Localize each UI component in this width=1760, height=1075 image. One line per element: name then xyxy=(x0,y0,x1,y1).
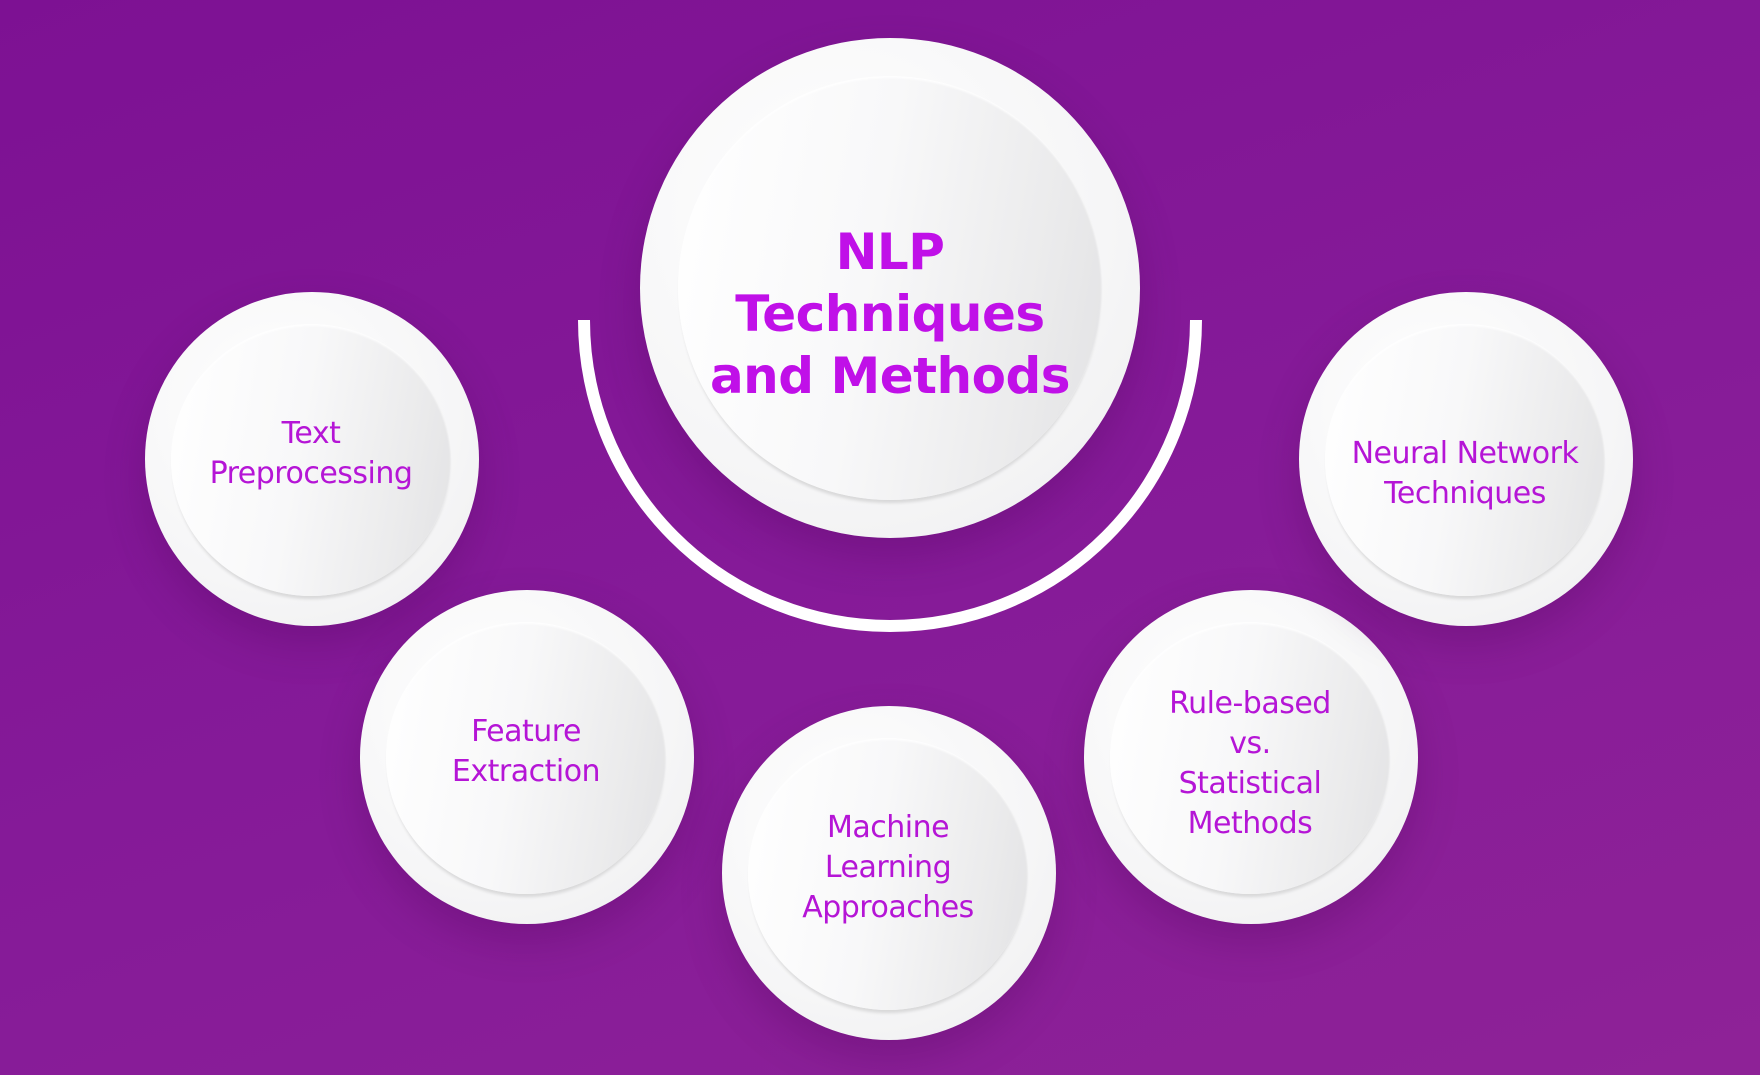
node-feature-extraction: Feature Extraction xyxy=(360,590,694,924)
node-label: Text Preprocessing xyxy=(209,416,413,491)
diagram-title: NLP Techniques and Methods xyxy=(709,223,1071,405)
node-rule-based-vs-statistical: Rule-based vs. Statistical Methods xyxy=(1084,590,1418,924)
node-neural-network-techniques: Neural Network Techniques xyxy=(1299,292,1633,626)
central-node: NLP Techniques and Methods xyxy=(640,38,1140,538)
node-label: Machine Learning Approaches xyxy=(802,810,974,925)
node-machine-learning-approaches: Machine Learning Approaches xyxy=(722,706,1056,1040)
node-label: Neural Network Techniques xyxy=(1351,436,1579,511)
node-label: Rule-based vs. Statistical Methods xyxy=(1169,686,1331,841)
node-text-preprocessing: Text Preprocessing xyxy=(145,292,479,626)
node-label: Feature Extraction xyxy=(451,714,601,789)
